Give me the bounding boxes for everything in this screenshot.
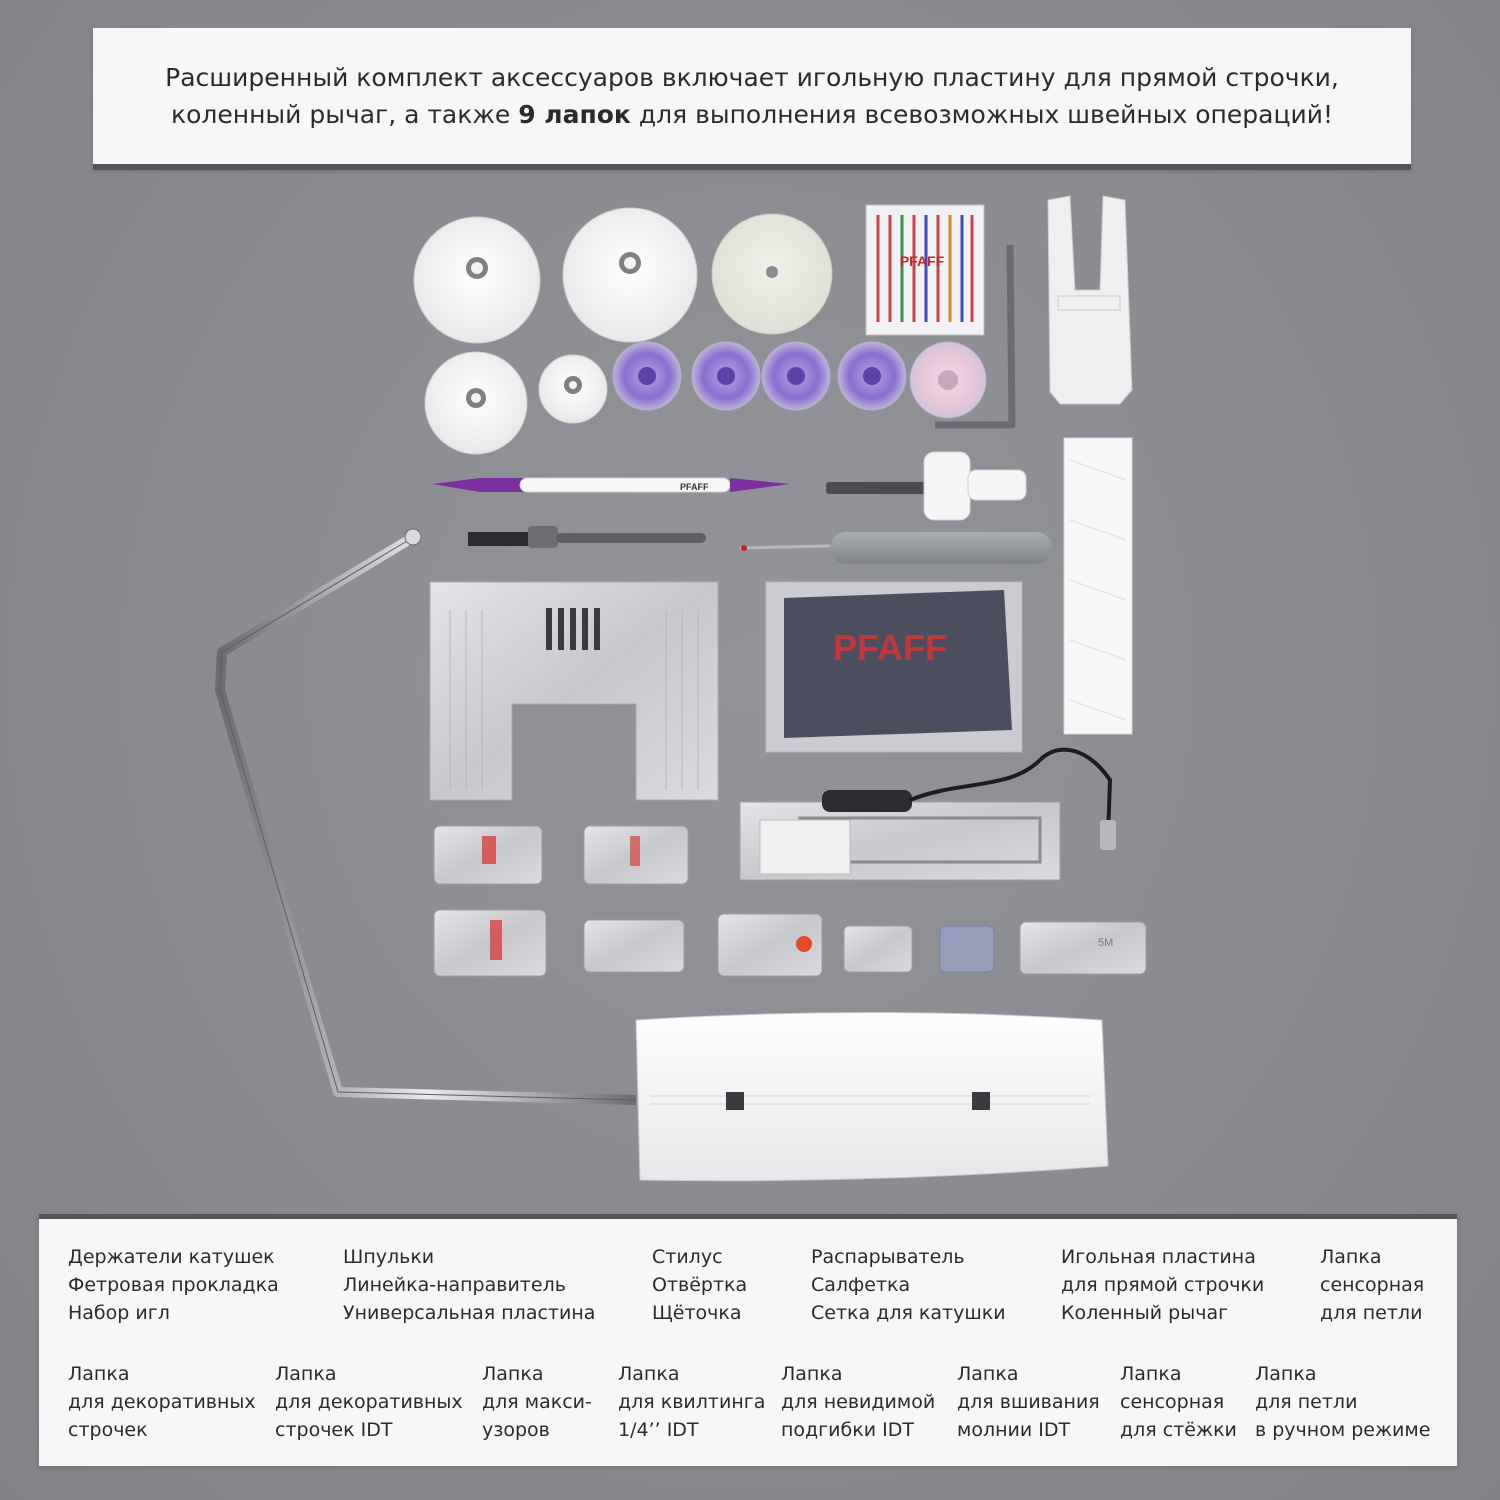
legend-line: Универсальная пластина <box>343 1302 596 1324</box>
legend-line: строчек <box>68 1419 148 1441</box>
legend-group-sensor-buttonhole: Лапка сенсорная для петли <box>1320 1243 1424 1327</box>
brush <box>468 526 706 548</box>
legend-line: Набор игл <box>68 1302 170 1324</box>
legend-line: для декоративных <box>68 1391 256 1413</box>
legend-line: строчек IDT <box>275 1419 393 1441</box>
legend-group-stylus: Стилус Отвёртка Щёточка <box>652 1243 747 1327</box>
legend-group-needle-plate: Игольная пластина для прямой строчки Кол… <box>1061 1243 1264 1327</box>
presser-foot-manual-buttonhole: 5M <box>1019 921 1147 975</box>
universal-plate <box>429 581 719 801</box>
presser-foot-quilting <box>583 919 685 973</box>
accessories-photo: PFAFF PFAFF <box>215 195 1147 1182</box>
legend-foot-decorative: Лапка для декоративных строчек <box>68 1360 256 1444</box>
legend-line: Салфетка <box>811 1274 911 1296</box>
legend-line: Фетровая прокладка <box>68 1274 279 1296</box>
legend-line: 1/4’’ IDT <box>618 1419 699 1441</box>
legend-line: Лапка <box>68 1363 130 1385</box>
knee-lever <box>635 1012 1109 1182</box>
legend-line: для декоративных <box>275 1391 463 1413</box>
needle-set: PFAFF <box>865 204 985 336</box>
legend-line: узоров <box>482 1419 550 1441</box>
legend-foot-sensor-quilting: Лапка сенсорная для стёжки <box>1120 1360 1237 1444</box>
knee-lever-rod <box>215 528 637 1105</box>
header-text-part: Расширенный комплект аксессуаров включае… <box>165 63 1339 129</box>
legend-line: для петли <box>1320 1302 1423 1324</box>
spool-net <box>1063 437 1133 735</box>
legend-line: Лапка <box>618 1363 680 1385</box>
legend-foot-quilting: Лапка для квилтинга 1/4’’ IDT <box>618 1360 765 1444</box>
legend-foot-manual-buttonhole: Лапка для петли в ручном режиме <box>1255 1360 1430 1444</box>
screwdriver <box>826 451 1027 521</box>
sensor-buttonhole-foot <box>739 747 1116 881</box>
legend-line: Лапка <box>1255 1363 1317 1385</box>
legend-line: Держатели катушек <box>68 1246 275 1268</box>
spool-holder-fork <box>1047 195 1133 405</box>
legend-line: Игольная пластина <box>1061 1246 1256 1268</box>
presser-foot-decorative <box>433 825 543 885</box>
seam-ripper <box>739 532 1052 564</box>
legend-line: молнии IDT <box>957 1419 1071 1441</box>
legend-line: Лапка <box>781 1363 843 1385</box>
spool-holder-large-2 <box>562 207 698 343</box>
legend-line: Стилус <box>652 1246 723 1268</box>
legend-line: Отвёртка <box>652 1274 748 1296</box>
legend-line: подгибки IDT <box>781 1419 914 1441</box>
legend-group-seam-ripper: Распарыватель Салфетка Сетка для катушки <box>811 1243 1006 1327</box>
spool-holder-small <box>538 354 608 424</box>
presser-foot-decorative-idt <box>583 825 689 885</box>
cloth-brand: PFAFF <box>833 627 947 668</box>
header-text-part: для выполнения всевозможных швейных опер… <box>630 100 1333 129</box>
legend-line: Лапка <box>1320 1246 1382 1268</box>
legend-group-spool-holders: Держатели катушек Фетровая прокладка Наб… <box>68 1243 279 1327</box>
header-text: Расширенный комплект аксессуаров включае… <box>132 59 1372 133</box>
hex-key <box>935 244 1016 429</box>
stylus: PFAFF <box>432 477 790 493</box>
legend-line: Сетка для катушки <box>811 1302 1006 1324</box>
cleaning-cloth: PFAFF <box>765 581 1023 753</box>
presser-foot-blind-hem <box>717 913 823 977</box>
presser-foot-zipper <box>843 925 913 973</box>
header-text-bold: 9 лапок <box>518 100 631 129</box>
legend-line: для вшивания <box>957 1391 1100 1413</box>
legend-group-bobbins: Шпульки Линейка-направитель Универсальна… <box>343 1243 595 1327</box>
legend-foot-maxi: Лапка для макси- узоров <box>482 1360 592 1444</box>
legend-foot-blind-hem: Лапка для невидимой подгибки IDT <box>781 1360 935 1444</box>
stylus-brand: PFAFF <box>680 482 709 492</box>
legend-line: для стёжки <box>1120 1419 1237 1441</box>
legend-foot-decorative-idt: Лапка для декоративных строчек IDT <box>275 1360 463 1444</box>
legend-line: сенсорная <box>1120 1391 1225 1413</box>
legend-line: Лапка <box>275 1363 337 1385</box>
legend-line: для петли <box>1255 1391 1358 1413</box>
legend-line: в ручном режиме <box>1255 1419 1431 1441</box>
legend-line: сенсорная <box>1320 1274 1425 1296</box>
legend-line: Линейка-направитель <box>343 1274 566 1296</box>
legend-line: для прямой строчки <box>1061 1274 1265 1296</box>
spool-holder-medium <box>424 351 528 455</box>
foot-mark: 5M <box>1098 937 1113 949</box>
needle-pack-brand: PFAFF <box>900 253 945 269</box>
legend-line: Лапка <box>1120 1363 1182 1385</box>
spool-holder-large-1 <box>413 216 541 344</box>
felt-pad <box>711 213 833 335</box>
legend-line: Щёточка <box>652 1302 742 1324</box>
legend-line: Лапка <box>482 1363 544 1385</box>
legend-foot-zipper: Лапка для вшивания молнии IDT <box>957 1360 1100 1444</box>
header-banner: Расширенный комплект аксессуаров включае… <box>93 28 1411 170</box>
legend-line: Коленный рычаг <box>1061 1302 1229 1324</box>
legend-panel: Держатели катушек Фетровая прокладка Наб… <box>39 1214 1457 1466</box>
bobbins <box>612 341 987 419</box>
presser-foot-maxi <box>433 909 547 977</box>
legend-line: для макси- <box>482 1391 592 1413</box>
legend-line: Лапка <box>957 1363 1019 1385</box>
legend-line: для невидимой <box>781 1391 936 1413</box>
legend-line: для квилтинга <box>618 1391 766 1413</box>
presser-foot-sensor-quilting <box>939 925 995 973</box>
legend-line: Шпульки <box>343 1246 435 1268</box>
legend-line: Распарыватель <box>811 1246 965 1268</box>
